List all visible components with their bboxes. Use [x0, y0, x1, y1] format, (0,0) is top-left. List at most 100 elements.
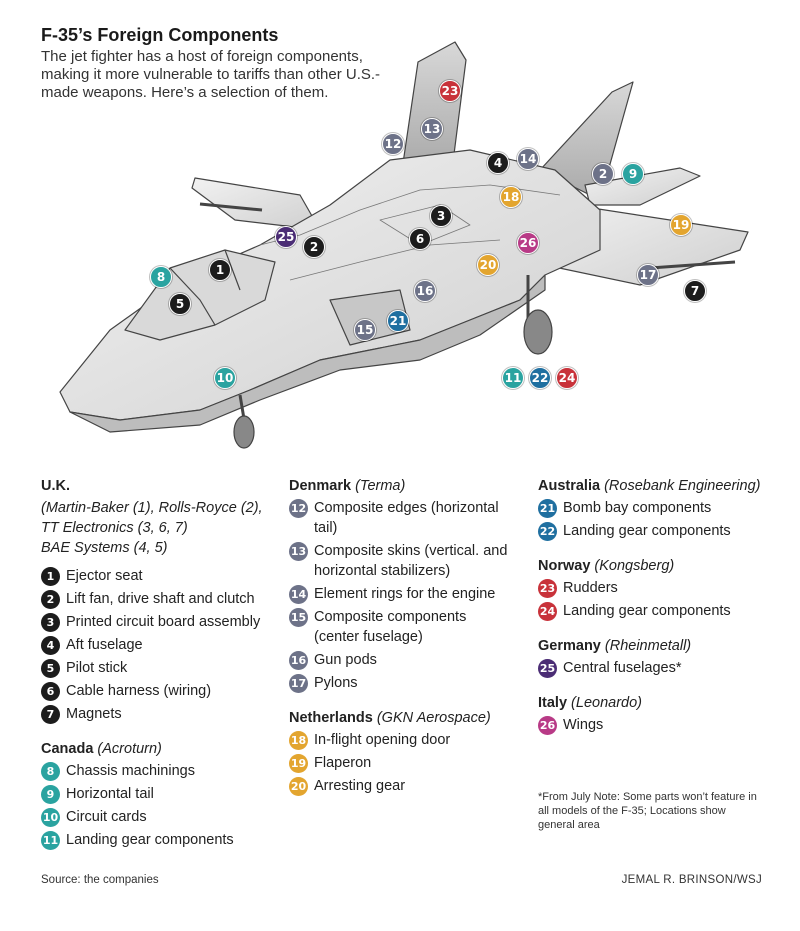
number-badge: 16 [289, 651, 308, 670]
legend-item-label: Pylons [314, 675, 358, 691]
component-marker: 12 [382, 133, 404, 155]
legend-item: 12 Composite edges (horizontal tail) [289, 498, 514, 538]
number-badge: 4 [41, 636, 60, 655]
component-marker: 18 [500, 186, 522, 208]
footnote: *From July Note: Some parts won’t featur… [538, 791, 757, 831]
country-name: U.K. [41, 478, 70, 494]
component-marker: 16 [414, 280, 436, 302]
legend-item: 16 Gun pods [289, 650, 514, 670]
component-marker: 23 [439, 80, 461, 102]
country-name: Norway [538, 558, 591, 574]
component-marker: 6 [409, 228, 431, 250]
number-badge: 2 [41, 590, 60, 609]
legend-item-label: Composite skins (vertical. and horizonta… [314, 543, 508, 579]
component-marker: 11 [502, 367, 524, 389]
legend-item-label: Composite edges (horizontal tail) [314, 500, 499, 536]
country-name: Denmark [289, 478, 352, 494]
component-marker: 2 [592, 163, 614, 185]
legend-column-3: Australia (Rosebank Engineering) 21 Bomb … [538, 478, 778, 738]
component-marker: 9 [622, 163, 644, 185]
number-badge: 10 [41, 808, 60, 827]
legend-group-norway: Norway (Kongsberg) [538, 558, 778, 574]
legend-item-label: Lift fan, drive shaft and clutch [66, 591, 255, 607]
country-name: Australia [538, 478, 601, 494]
legend-item-label: Central fuselages* [563, 660, 682, 676]
number-badge: 8 [41, 762, 60, 781]
legend-item-label: Aft fuselage [66, 637, 143, 653]
country-name: Italy [538, 695, 568, 711]
legend-item-label: Printed circuit board assembly [66, 614, 261, 630]
number-badge: 6 [41, 682, 60, 701]
component-marker: 17 [637, 264, 659, 286]
legend-item: 4 Aft fuselage [41, 635, 281, 655]
company-name: (Rosebank Engineering) [604, 478, 761, 494]
component-marker: 2 [303, 236, 325, 258]
component-marker: 7 [684, 280, 706, 302]
legend-group-netherlands: Netherlands (GKN Aerospace) [289, 710, 514, 726]
component-marker: 14 [517, 148, 539, 170]
legend-item-label: Composite components (center fuselage) [314, 609, 467, 645]
component-marker: 15 [354, 319, 376, 341]
component-marker: 3 [430, 205, 452, 227]
component-marker: 25 [275, 226, 297, 248]
f35-jet-illustration [59, 41, 749, 449]
legend-item: 8 Chassis machinings [41, 761, 281, 781]
legend-item-label: Circuit cards [66, 809, 147, 825]
legend-item-label: Magnets [66, 706, 122, 722]
legend-item-label: Pilot stick [66, 660, 128, 676]
company-name: (Kongsberg) [594, 558, 675, 574]
number-badge: 12 [289, 499, 308, 518]
number-badge: 19 [289, 754, 308, 773]
legend-item: 10 Circuit cards [41, 807, 281, 827]
legend-items-uk: 1 Ejector seat 2 Lift fan, drive shaft and … [41, 566, 281, 724]
legend-item-label: Wings [563, 717, 604, 733]
component-marker: 24 [556, 367, 578, 389]
number-badge: 18 [289, 731, 308, 750]
credit-line: JEMAL R. BRINSON/WSJ [621, 874, 762, 886]
legend-item: 18 In-flight opening door [289, 730, 514, 750]
country-name: Germany [538, 638, 601, 654]
component-marker: 10 [214, 367, 236, 389]
company-name: (GKN Aerospace) [376, 710, 491, 726]
company-name: (Acroturn) [97, 741, 162, 757]
legend-item-label: Arresting gear [314, 778, 406, 794]
component-marker: 20 [477, 254, 499, 276]
legend-item-label: Bomb bay components [563, 500, 712, 516]
legend-item-label: Horizontal tail [66, 786, 154, 802]
company-line: (Martin-Baker (1), Rolls-Royce (2), [41, 500, 263, 516]
company-line: TT Electronics (3, 6, 7) [41, 520, 188, 536]
legend-item-label: Cable harness (wiring) [66, 683, 212, 699]
number-badge: 25 [538, 659, 557, 678]
legend-item-label: Landing gear components [66, 832, 234, 848]
number-badge: 1 [41, 567, 60, 586]
legend-item-label: Chassis machinings [66, 763, 195, 779]
legend-item: 25 Central fuselages* [538, 658, 778, 678]
legend-item-label: In-flight opening door [314, 732, 451, 748]
component-marker: 8 [150, 266, 172, 288]
number-badge: 24 [538, 602, 557, 621]
legend-item: 21 Bomb bay components [538, 498, 778, 518]
legend-item-label: Gun pods [314, 652, 377, 668]
number-badge: 21 [538, 499, 557, 518]
company-name: (Terma) [355, 478, 406, 494]
number-badge: 15 [289, 608, 308, 627]
uk-companies: (Martin-Baker (1), Rolls-Royce (2), TT E… [41, 498, 281, 558]
legend-item-label: Ejector seat [66, 568, 143, 584]
number-badge: 20 [289, 777, 308, 796]
legend-item: 2 Lift fan, drive shaft and clutch [41, 589, 281, 609]
country-name: Canada [41, 741, 94, 757]
